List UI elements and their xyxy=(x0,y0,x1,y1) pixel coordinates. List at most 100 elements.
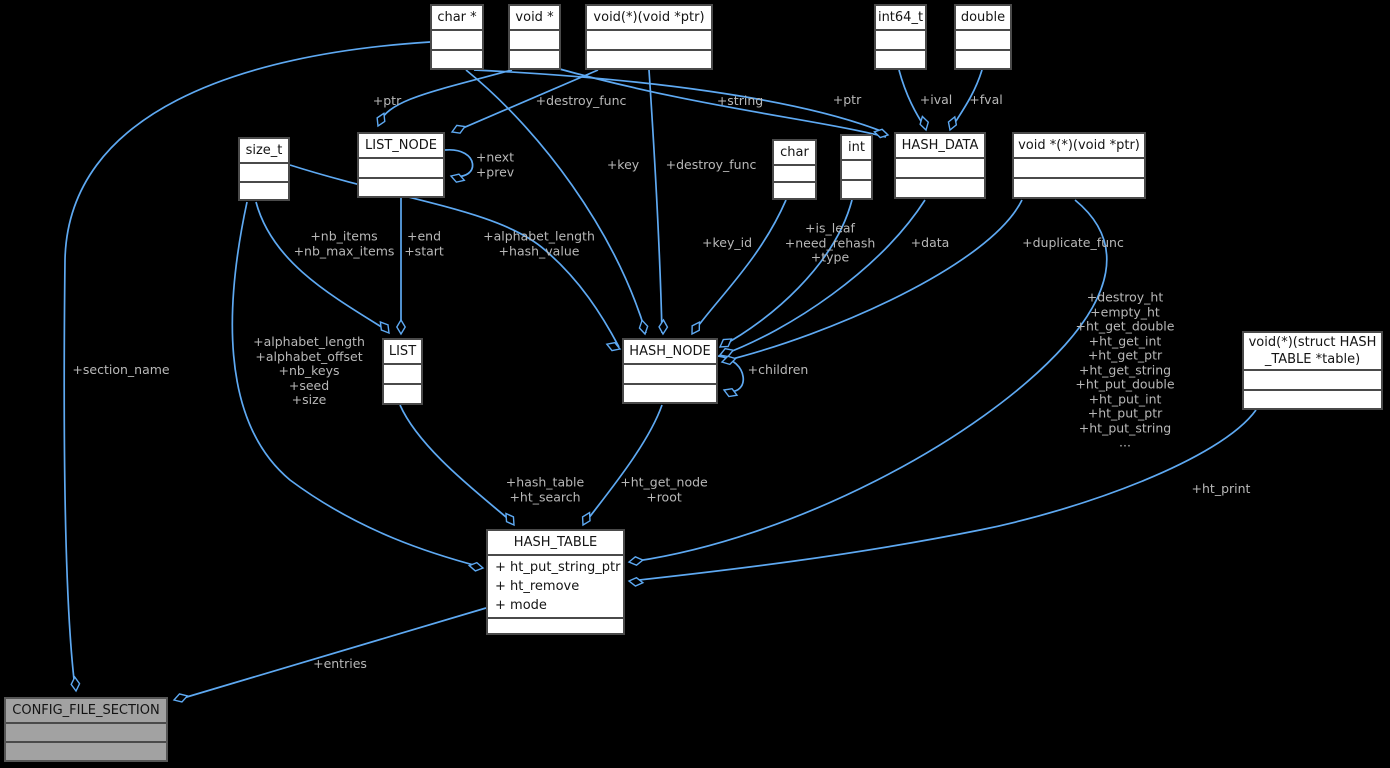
node-title: char * xyxy=(437,10,477,25)
empty-compartment xyxy=(1014,177,1144,197)
edge-destroy-func-hash-node xyxy=(648,69,663,334)
node-title: HASH_DATA xyxy=(901,138,979,153)
edge-label-fval: +fval xyxy=(969,91,1003,107)
node-char-ptr[interactable]: char * xyxy=(430,4,484,70)
empty-compartment xyxy=(384,383,421,403)
empty-compartment xyxy=(956,48,1010,69)
member-mode: + mode xyxy=(495,598,547,613)
edge-label-ht-get-node-root: +ht_get_node +root xyxy=(620,474,708,504)
empty-compartment xyxy=(842,178,871,199)
edge-label-ival: +ival xyxy=(919,91,953,107)
empty-compartment xyxy=(6,722,166,741)
node-int[interactable]: int xyxy=(840,134,873,200)
edge-label-duplicate-func: +duplicate_func xyxy=(1022,234,1124,250)
edge-ht-get-node-root xyxy=(584,404,663,524)
node-title: void * xyxy=(515,10,554,25)
empty-compartment xyxy=(896,157,984,177)
edge-label-ht-functions: +destroy_ht +empty_ht +ht_get_double +ht… xyxy=(1075,289,1175,450)
empty-compartment xyxy=(774,164,815,181)
edge-label-hash-table-search: +hash_table +ht_search xyxy=(505,474,585,504)
node-title: LIST_NODE xyxy=(365,138,437,153)
empty-compartment xyxy=(774,181,815,198)
edge-label-key: +key xyxy=(606,156,640,172)
empty-compartment xyxy=(384,363,421,383)
empty-compartment xyxy=(488,617,623,636)
empty-compartment xyxy=(359,176,443,197)
edge-next-prev-self xyxy=(444,149,474,178)
edge-label-data: +data xyxy=(910,234,950,250)
empty-compartment xyxy=(6,741,166,760)
empty-compartment xyxy=(587,29,711,49)
node-title: HASH_TABLE xyxy=(513,535,598,550)
node-title: LIST xyxy=(388,344,417,359)
edge-label-ht-print: +ht_print xyxy=(1191,480,1251,496)
empty-compartment xyxy=(359,157,443,177)
node-title: void *(*)(void *ptr) xyxy=(1018,138,1140,153)
edge-label-ptr-list-node: +ptr xyxy=(372,92,402,108)
empty-compartment xyxy=(1244,388,1381,409)
empty-compartment xyxy=(956,29,1010,49)
empty-compartment xyxy=(510,29,559,49)
edge-key-id xyxy=(692,199,787,334)
edge-label-table-sizes: +alphabet_length +alphabet_offset +nb_ke… xyxy=(253,333,365,407)
node-title: char xyxy=(780,145,809,160)
edge-label-is-leaf: +is_leaf +need_rehash +type xyxy=(784,220,876,265)
edge-label-next-prev: +next +prev xyxy=(475,149,515,179)
node-title: HASH_NODE xyxy=(629,344,711,359)
node-title: void(*)(void *ptr) xyxy=(593,10,705,25)
node-title: void(*)(struct HASH _TABLE *table) xyxy=(1248,335,1377,367)
node-config-file-section[interactable]: CONFIG_FILE_SECTION xyxy=(4,697,168,762)
node-double[interactable]: double xyxy=(954,4,1012,70)
empty-compartment xyxy=(240,180,288,200)
edge-nb-items xyxy=(255,201,389,332)
node-void-ptr[interactable]: void * xyxy=(508,4,561,70)
node-hash-data[interactable]: HASH_DATA xyxy=(894,132,986,199)
node-title: int64_t xyxy=(877,10,924,25)
node-title: size_t xyxy=(245,143,283,158)
node-size-t[interactable]: size_t xyxy=(238,137,290,201)
edge-children-self xyxy=(717,355,744,393)
node-hash-node[interactable]: HASH_NODE xyxy=(622,338,718,404)
node-void-fn-hash-table[interactable]: void(*)(struct HASH _TABLE *table) xyxy=(1242,331,1383,410)
empty-compartment xyxy=(624,382,716,403)
empty-compartment xyxy=(1014,157,1144,177)
edge-label-string: +string xyxy=(716,92,764,108)
edge-label-key-id: +key_id xyxy=(701,234,753,250)
empty-compartment xyxy=(876,29,925,49)
node-title: CONFIG_FILE_SECTION xyxy=(12,703,160,718)
edge-label-destroy-func-node: +destroy_func xyxy=(665,156,757,172)
empty-compartment xyxy=(432,29,482,49)
hash-table-members: + ht_put_string_ptr + ht_remove + mode xyxy=(488,554,623,617)
edge-label-children: +children xyxy=(747,361,809,377)
member-ht-remove: + ht_remove xyxy=(495,579,580,594)
node-voidp-fn-void-ptr[interactable]: void *(*)(void *ptr) xyxy=(1012,132,1146,199)
empty-compartment xyxy=(510,48,559,69)
empty-compartment xyxy=(896,177,984,197)
member-ht-put-string-ptr: + ht_put_string_ptr xyxy=(495,560,621,575)
edge-key xyxy=(465,69,647,334)
empty-compartment xyxy=(1244,369,1381,389)
node-list[interactable]: LIST xyxy=(382,338,423,405)
empty-compartment xyxy=(876,48,925,69)
node-int64-t[interactable]: int64_t xyxy=(874,4,927,70)
node-title: double xyxy=(960,10,1006,25)
edge-entries xyxy=(179,607,487,700)
edge-label-ptr-hash-data: +ptr xyxy=(832,91,862,107)
node-hash-table[interactable]: HASH_TABLE + ht_put_string_ptr + ht_remo… xyxy=(486,529,625,635)
node-void-fn-void-ptr[interactable]: void(*)(void *ptr) xyxy=(585,4,713,70)
edge-label-nb-items: +nb_items +nb_max_items xyxy=(293,228,395,258)
empty-compartment xyxy=(842,159,871,179)
edge-hash-table-search xyxy=(399,404,514,524)
edge-label-alphabet-hash: +alphabet_length +hash_value xyxy=(483,228,595,258)
empty-compartment xyxy=(240,162,288,181)
empty-compartment xyxy=(624,363,716,383)
edge-label-end-start: +end +start xyxy=(404,228,444,258)
edge-label-section-name: +section_name xyxy=(72,361,170,377)
node-char[interactable]: char xyxy=(772,139,817,200)
node-list-node[interactable]: LIST_NODE xyxy=(357,132,445,198)
empty-compartment xyxy=(587,48,711,69)
edge-label-destroy-func-list: +destroy_func xyxy=(535,92,627,108)
edge-label-entries: +entries xyxy=(313,655,367,671)
node-title: int xyxy=(848,140,865,155)
